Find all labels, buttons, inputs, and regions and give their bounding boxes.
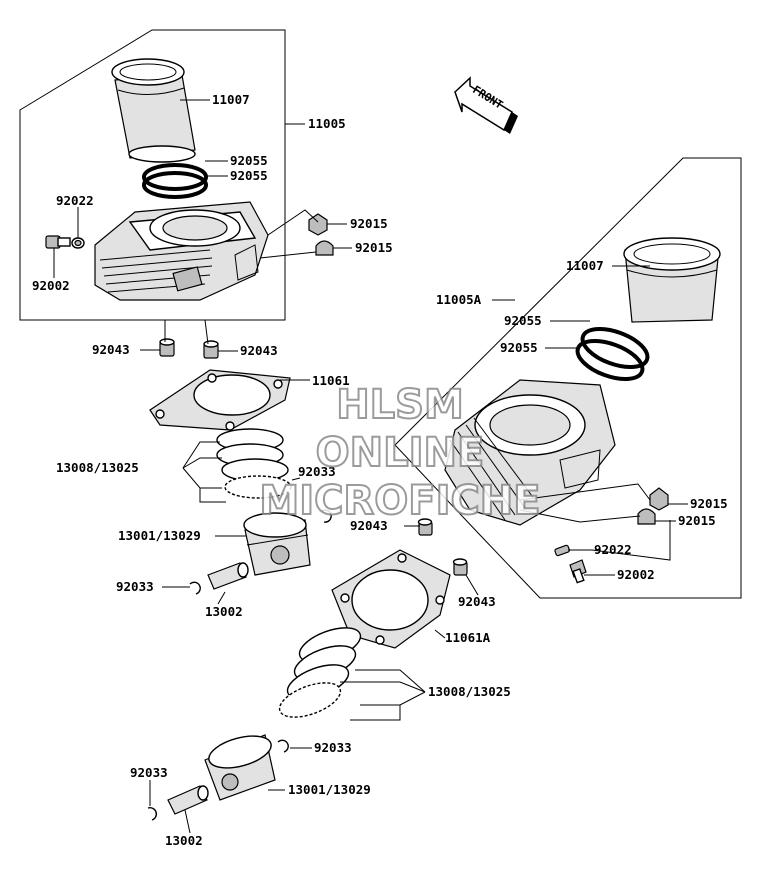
label-92022-front: 92022	[56, 193, 94, 208]
label-92022-rear: 92022	[594, 542, 632, 557]
label-11061a: 11061A	[445, 630, 491, 645]
cylinder-sleeve-rear	[623, 237, 721, 323]
nut-rear-1	[649, 487, 669, 511]
piston-rings-front	[216, 428, 292, 499]
label-92043-front-right: 92043	[240, 343, 278, 358]
label-13002-rear: 13002	[165, 833, 203, 848]
piston-pin-front	[207, 562, 249, 590]
piston-rear	[204, 734, 276, 801]
washer-rear	[554, 544, 570, 557]
label-92055-rear-2: 92055	[500, 340, 538, 355]
label-11061: 11061	[312, 373, 350, 388]
cylinder-block-front	[94, 201, 269, 301]
bolt-rear	[569, 559, 587, 584]
part-labels: 11007 11005 92055 92055 92022 92002 9201…	[32, 92, 728, 848]
label-13002-front: 13002	[205, 604, 243, 619]
nut-front-2	[315, 240, 334, 256]
piston-pin-rear	[167, 785, 209, 815]
label-13001-rear: 13001/13029	[288, 782, 371, 797]
label-11005: 11005	[308, 116, 346, 131]
label-92033-front-left: 92033	[116, 579, 154, 594]
base-gasket-front	[149, 369, 291, 431]
gasket-rings-rear	[575, 326, 650, 382]
circlip-rear-left	[147, 806, 158, 821]
label-92015-rear-2: 92015	[678, 513, 716, 528]
cylinder-sleeve-front	[111, 58, 196, 163]
circlip-front-left	[189, 581, 201, 595]
dowel-front-right	[203, 340, 219, 359]
bolt-front	[45, 235, 85, 249]
dowel-rear-2	[452, 558, 468, 576]
label-92055-front-1: 92055	[230, 153, 268, 168]
label-92015-front-2: 92015	[355, 240, 393, 255]
leader-lines	[53, 99, 688, 834]
label-92043-front-left: 92043	[92, 342, 130, 357]
rear-cylinder-frame	[394, 157, 742, 599]
label-92015-rear-1: 92015	[690, 496, 728, 511]
circlip-rear-right	[277, 739, 289, 753]
nut-rear-2	[637, 508, 656, 525]
piston-rings-rear	[278, 627, 362, 718]
cylinder-block-rear	[444, 379, 616, 526]
label-92055-front-2: 92055	[230, 168, 268, 183]
label-92015-front-1: 92015	[350, 216, 388, 231]
label-92055-rear-1: 92055	[504, 313, 542, 328]
base-gasket-rear	[331, 549, 451, 649]
dowel-rear-1	[417, 518, 433, 536]
label-92033-front-right: 92033	[298, 464, 336, 479]
front-arrow-icon: FRONT	[454, 76, 518, 134]
watermark-line-1: HLSM	[336, 382, 464, 428]
front-cylinder-frame	[19, 29, 286, 321]
label-92043-rear-2: 92043	[458, 594, 496, 609]
nut-front-1	[308, 213, 328, 236]
label-92033-rear-left: 92033	[130, 765, 168, 780]
gasket-rings-front	[142, 163, 208, 199]
label-11007-front: 11007	[212, 92, 250, 107]
watermark-line-3: MICROFICHE	[259, 478, 540, 524]
label-13001-front: 13001/13029	[118, 528, 201, 543]
label-11007-rear: 11007	[566, 258, 604, 273]
label-92002-rear: 92002	[617, 567, 655, 582]
label-92033-rear-right: 92033	[314, 740, 352, 755]
label-13008-front: 13008/13025	[56, 460, 139, 475]
label-92043-rear-1: 92043	[350, 518, 388, 533]
label-11005a: 11005A	[436, 292, 482, 307]
piston-front	[243, 512, 311, 576]
circlip-front-right	[321, 509, 332, 523]
dowel-front-left	[159, 338, 175, 357]
label-92002-front: 92002	[32, 278, 70, 293]
watermark: HLSM ONLINE MICROFICHE	[258, 381, 541, 525]
label-13008-rear: 13008/13025	[428, 684, 511, 699]
watermark-line-2: ONLINE	[316, 430, 485, 476]
